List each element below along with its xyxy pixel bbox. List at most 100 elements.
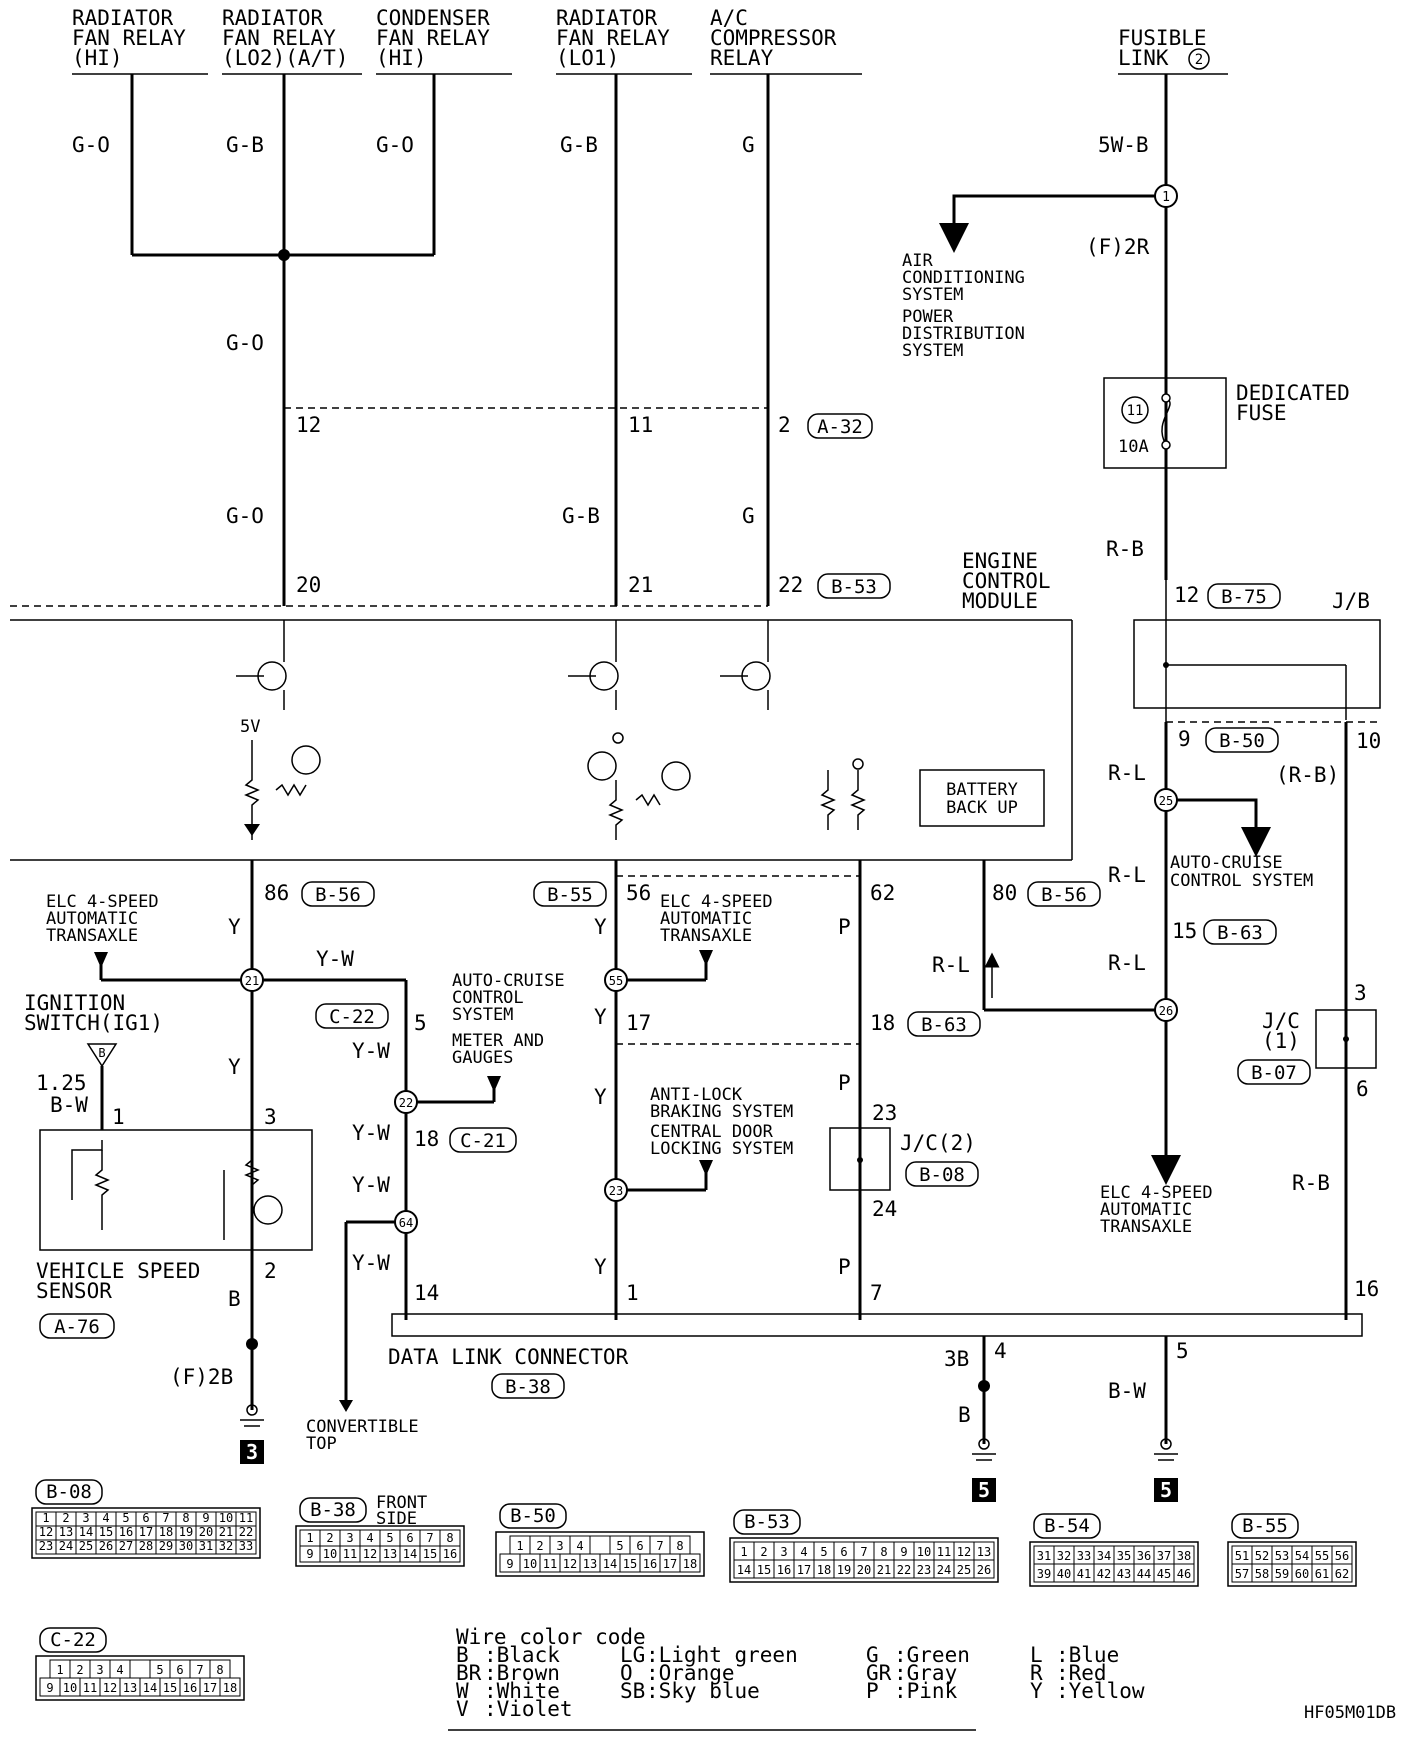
pin-number: 14	[603, 1557, 617, 1571]
pin-number: 52	[1255, 1549, 1269, 1563]
svg-text:TRANSAXLE: TRANSAXLE	[1100, 1217, 1192, 1237]
pin-62: 62	[870, 881, 895, 905]
svg-text:LG: LG	[620, 1643, 645, 1667]
ac-system-label: AIR CONDITIONING SYSTEM	[902, 251, 1025, 305]
pin-2: 2	[778, 413, 791, 437]
pin-number: 2	[760, 1545, 767, 1559]
pin-number: 16	[643, 1557, 657, 1571]
pin-number: 45	[1157, 1567, 1171, 1581]
pin-18: 18	[414, 1127, 439, 1151]
wire-rl-3: R-L	[1108, 951, 1146, 975]
pin-80: 80	[992, 881, 1017, 905]
pinout-name: B-55	[1242, 1515, 1288, 1537]
svg-text:25: 25	[1159, 794, 1173, 808]
pin-number: 5	[156, 1663, 163, 1677]
pin-number: 9	[202, 1511, 209, 1525]
ecm-label: ENGINE CONTROL MODULE	[962, 549, 1051, 613]
svg-text::Yellow: :Yellow	[1056, 1679, 1145, 1703]
wire-g-1: G	[742, 133, 755, 157]
svg-text:G: G	[866, 1643, 879, 1667]
svg-text:POWER: POWER	[902, 307, 954, 327]
junction-block	[1133, 619, 1381, 709]
wire-yw-2: Y-W	[352, 1039, 390, 1063]
wire-color-legend: Wire color code B:Black BR:Brown W:White…	[456, 1625, 1145, 1721]
pin-number: 11	[83, 1681, 97, 1695]
pin-number: 1	[56, 1663, 63, 1677]
pin-number: 10	[323, 1547, 337, 1561]
wire-go-1: G-O	[72, 133, 110, 157]
relay-rad-lo1-label: RADIATOR FAN RELAY (LO1)	[556, 6, 670, 70]
pin-number: 12	[563, 1557, 577, 1571]
pin-number: 39	[1037, 1567, 1051, 1581]
svg-text:MODULE: MODULE	[962, 589, 1038, 613]
pin-number: 22	[897, 1563, 911, 1577]
ground-5a: 5	[978, 1478, 990, 1502]
svg-text:A/C: A/C	[710, 6, 748, 30]
pin-number: 18	[817, 1563, 831, 1577]
pin-11: 11	[628, 413, 653, 437]
svg-text:CONTROL SYSTEM: CONTROL SYSTEM	[1170, 871, 1313, 891]
pin-number: 19	[837, 1563, 851, 1577]
svg-text:BR: BR	[456, 1661, 482, 1685]
pin-number: 6	[142, 1511, 149, 1525]
pin-16: 16	[1354, 1277, 1379, 1301]
door-lock-label: CENTRAL DOOR LOCKING SYSTEM	[650, 1122, 793, 1159]
wire-p-1: P	[838, 915, 851, 939]
wire-b-2: B	[958, 1403, 971, 1427]
svg-text:AIR: AIR	[902, 251, 933, 271]
pin-number: 14	[737, 1563, 751, 1577]
svg-text:AUTOMATIC: AUTOMATIC	[46, 909, 138, 929]
svg-text:SWITCH(IG1): SWITCH(IG1)	[24, 1011, 163, 1035]
wire-rl-2: R-L	[1108, 863, 1146, 887]
relay-ac-comp-label: A/C COMPRESSOR RELAY	[710, 6, 837, 70]
pin-7: 7	[870, 1281, 883, 1305]
pin-number: 18	[159, 1525, 173, 1539]
pin-24: 24	[872, 1197, 897, 1221]
pin-number: 26	[977, 1563, 991, 1577]
wire-y-5: Y	[594, 1255, 607, 1279]
svg-text:ELC 4-SPEED: ELC 4-SPEED	[660, 892, 773, 912]
svg-text:CONVERTIBLE: CONVERTIBLE	[306, 1417, 419, 1437]
svg-text:CONTROL: CONTROL	[452, 988, 524, 1008]
pin-number: 8	[446, 1531, 453, 1545]
wire-gb-3: G-B	[562, 504, 600, 528]
meter-gauges-label: METER AND GAUGES	[452, 1031, 544, 1068]
svg-text:FAN RELAY: FAN RELAY	[222, 26, 336, 50]
pin-cell	[1173, 1563, 1195, 1583]
pin-number: 27	[119, 1539, 133, 1553]
svg-text:R: R	[1030, 1661, 1043, 1685]
pin-number: 12	[39, 1525, 53, 1539]
svg-text:22: 22	[399, 1096, 413, 1110]
svg-text:23: 23	[609, 1184, 623, 1198]
pin-cell	[439, 1545, 461, 1563]
conn-b53: B-53	[831, 576, 877, 598]
pin-number: 8	[182, 1511, 189, 1525]
pin-number: 11	[937, 1545, 951, 1559]
svg-text:DISTRIBUTION: DISTRIBUTION	[902, 324, 1025, 344]
pin-number: 13	[977, 1545, 991, 1559]
pin-cell	[235, 1539, 257, 1555]
svg-text:ANTI-LOCK: ANTI-LOCK	[650, 1085, 743, 1105]
pin-number: 61	[1315, 1567, 1329, 1581]
svg-text::Pink: :Pink	[894, 1679, 958, 1703]
pin-number: 5	[386, 1531, 393, 1545]
svg-text:CENTRAL DOOR: CENTRAL DOOR	[650, 1122, 774, 1142]
pin-number: 28	[139, 1539, 153, 1553]
pin-number: 10	[219, 1511, 233, 1525]
pin-number: 5	[820, 1545, 827, 1559]
pin-number: 34	[1097, 1549, 1111, 1563]
pin-number: 4	[800, 1545, 807, 1559]
relay-rad-lo2-label: RADIATOR FAN RELAY (LO2)(A/T)	[222, 6, 348, 70]
dedicated-fuse-label: DEDICATED FUSE	[1236, 381, 1350, 425]
pin-20: 20	[296, 573, 321, 597]
pin-number: 9	[46, 1681, 53, 1695]
conn-b08: B-08	[919, 1164, 965, 1186]
pin-number: 10	[523, 1557, 537, 1571]
fusible-link-label: FUSIBLE LINK 2	[1118, 26, 1210, 70]
ground-3: 3	[246, 1440, 258, 1464]
wire-yw-5: Y-W	[352, 1251, 390, 1275]
svg-text:BACK UP: BACK UP	[946, 798, 1018, 818]
pin-number: 21	[877, 1563, 891, 1577]
